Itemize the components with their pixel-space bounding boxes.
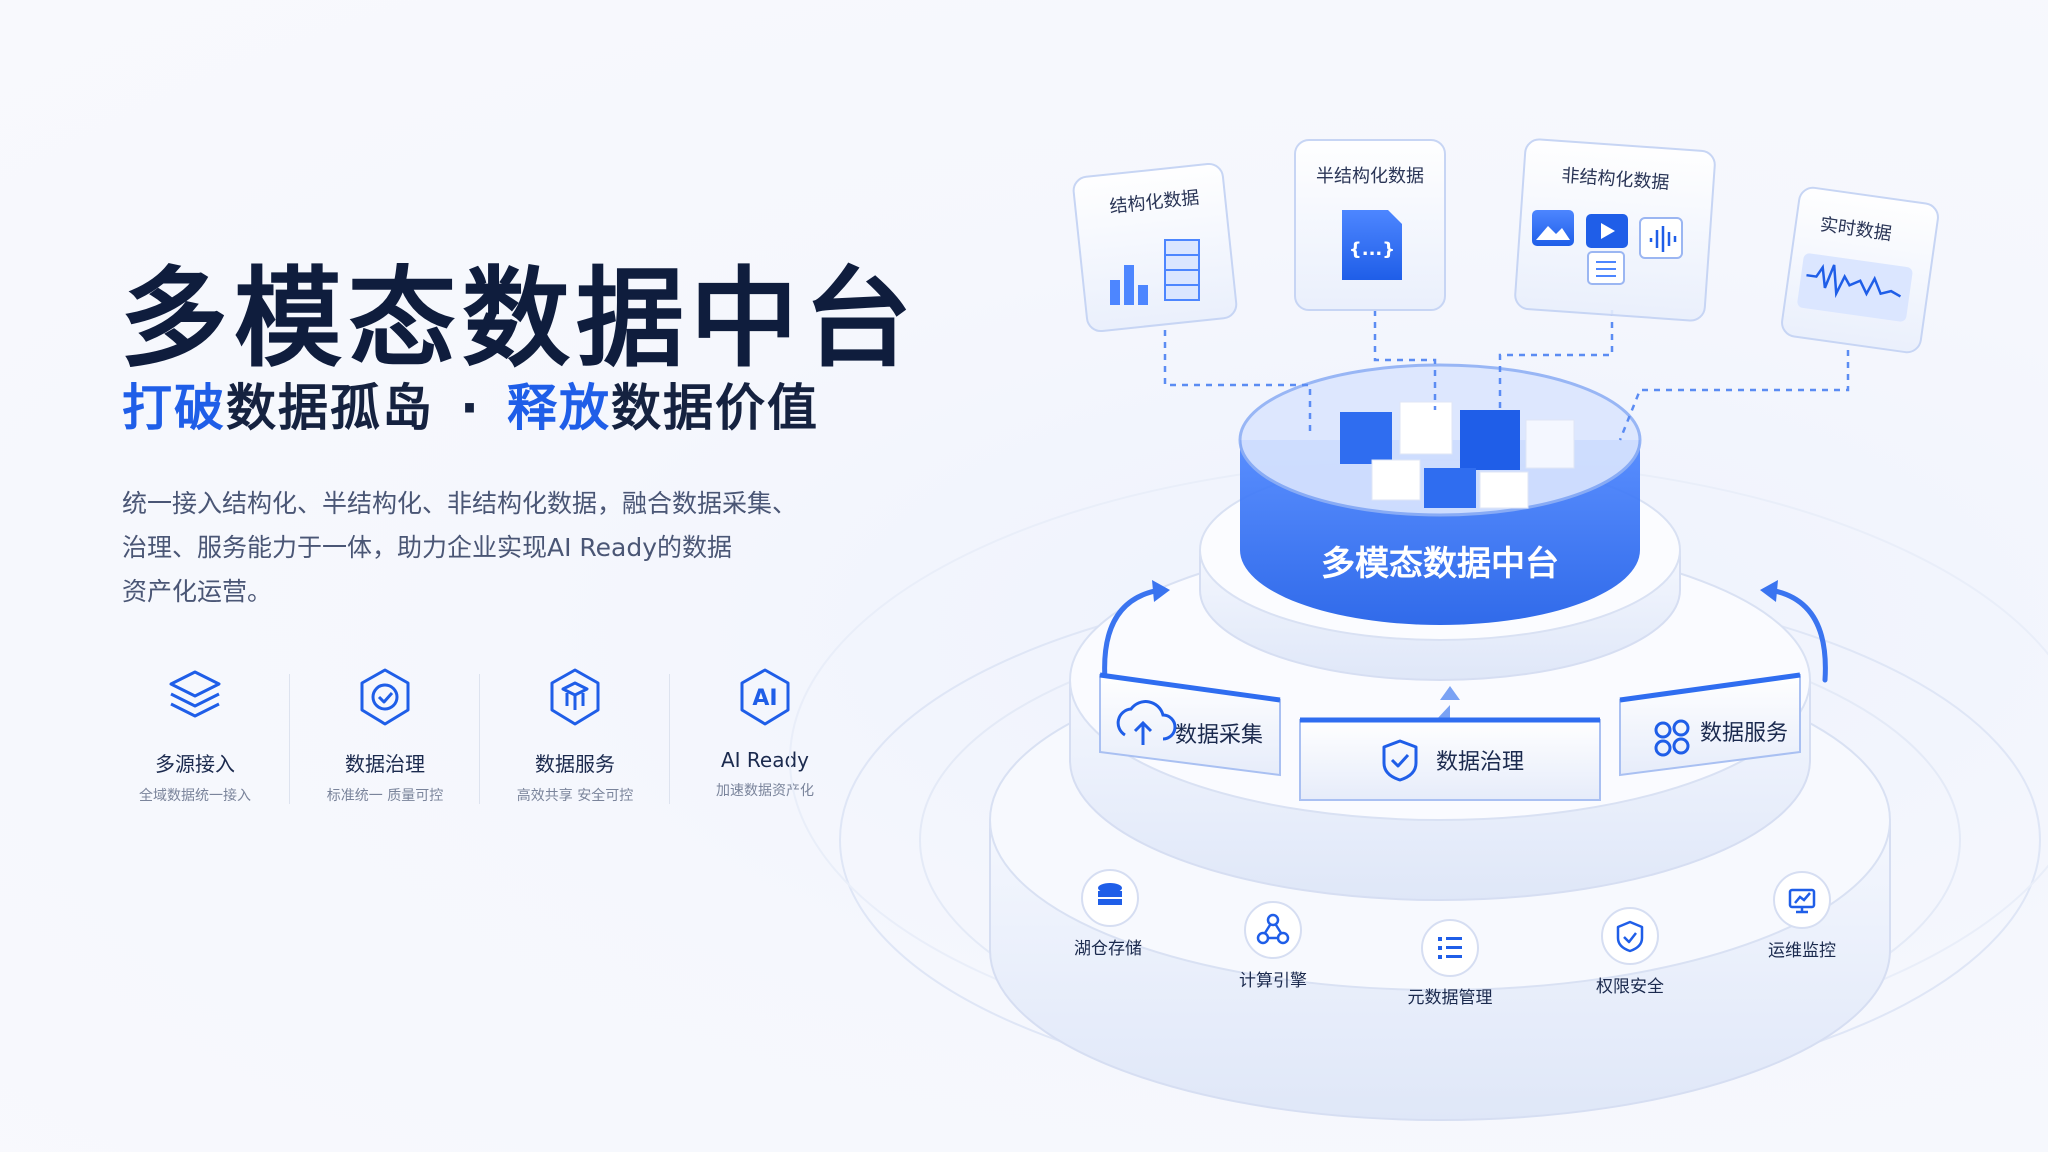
layers-icon [169, 670, 221, 718]
feature-sub: 加速数据资产化 [716, 783, 814, 799]
capability-governance: 数据治理 [1299, 717, 1601, 801]
base-item-label: 计算引擎 [1239, 971, 1307, 991]
shield-check-icon [1616, 920, 1644, 953]
list-icon [1438, 937, 1462, 959]
ai-icon: AI [740, 668, 790, 726]
shield-check-icon [360, 668, 410, 726]
capability-label: 数据服务 [1700, 721, 1788, 746]
base-item-lakehouse: 湖仓存储 [1074, 869, 1142, 959]
document-icon [1587, 251, 1625, 285]
page-title: 多模态数据中台 [120, 257, 919, 382]
capability-label: 数据治理 [1436, 750, 1524, 775]
source-card-unstructured: 非结构化数据 [1514, 138, 1716, 322]
capability-collect: 数据采集 [1099, 672, 1281, 777]
feature-sub: 全域数据统一接入 [139, 788, 251, 804]
feature-name: 数据治理 [345, 752, 425, 776]
json-file-icon: {...} [1342, 210, 1402, 280]
description-line: 资产化运营。 [122, 577, 273, 606]
source-card-structured: 结构化数据 [1072, 162, 1238, 333]
subtitle-highlight-2: 释放 [507, 379, 611, 437]
base-item-metadata: 元数据管理 [1408, 919, 1493, 1008]
video-icon [1586, 214, 1628, 248]
database-icon [1098, 883, 1122, 905]
apps-icon [1654, 719, 1690, 757]
feature-service: 数据服务 高效共享 安全可控 [479, 666, 670, 805]
audio-icon [1639, 217, 1683, 259]
subtitle-separator: · [460, 379, 481, 437]
subtitle-text-1: 数据孤岛 [226, 379, 434, 437]
base-item-monitoring: 运维监控 [1768, 871, 1836, 961]
arrow-head-right [1760, 580, 1778, 602]
core-platform: 多模态数据中台 [1238, 363, 1642, 625]
feature-name: 多源接入 [155, 752, 235, 776]
architecture-diagram: 多模态数据中台 数据采集 数据治理 数据服务 [789, 138, 2048, 1121]
base-item-security: 权限安全 [1596, 907, 1664, 997]
subtitle-text-2: 数据价值 [611, 379, 819, 437]
feature-multi-source: 多源接入 全域数据统一接入 [100, 666, 290, 805]
data-cubes [1340, 401, 1575, 509]
arrow-up-icon [1436, 686, 1460, 720]
source-card-semistructured: 半结构化数据 {...} [1294, 139, 1446, 311]
feature-governance: 数据治理 标准统一 质量可控 [289, 666, 480, 805]
source-card-realtime: 实时数据 [1781, 186, 1939, 354]
core-label: 多模态数据中台 [1321, 544, 1559, 584]
base-item-label: 运维监控 [1768, 941, 1836, 961]
description-line: 统一接入结构化、半结构化、非结构化数据，融合数据采集、 [122, 489, 798, 518]
base-item-label: 湖仓存储 [1074, 939, 1142, 959]
json-glyph: {...} [1349, 239, 1395, 260]
description: 统一接入结构化、半结构化、非结构化数据，融合数据采集、 治理、服务能力于一体，助… [122, 482, 842, 614]
source-connectors [1163, 310, 1850, 441]
arrow-head-left [1152, 580, 1170, 602]
feature-ai-ready: AI AI Ready 加速数据资产化 [669, 666, 860, 805]
ai-icon-text: AI [752, 686, 777, 711]
source-card-label: 半结构化数据 [1316, 166, 1424, 187]
image-icon [1532, 210, 1574, 246]
cube-network-icon [550, 668, 600, 726]
waveform-icon [1797, 253, 1913, 322]
description-line: 治理、服务能力于一体，助力企业实现AI Ready的数据 [122, 533, 733, 562]
feature-sub: 标准统一 质量可控 [326, 788, 444, 804]
base-item-compute: 计算引擎 [1239, 901, 1307, 991]
subtitle-highlight-1: 打破 [122, 379, 226, 437]
base-item-label: 权限安全 [1596, 977, 1664, 997]
base-item-label: 元数据管理 [1408, 988, 1493, 1008]
flow-arrows [1102, 587, 1828, 683]
feature-sub: 高效共享 安全可控 [516, 788, 634, 804]
monitor-chart-icon [1788, 888, 1816, 914]
feature-list: 多源接入 全域数据统一接入 数据治理 标准统一 质量可控 数据服务 高效共享 安… [100, 666, 860, 805]
bar-chart-icon [1110, 265, 1148, 305]
capability-label: 数据采集 [1175, 723, 1263, 748]
network-icon [1256, 913, 1290, 945]
shield-check-icon [1382, 739, 1418, 782]
subtitle: 打破数据孤岛 · 释放数据价值 [122, 368, 819, 440]
cloud-upload-icon [1116, 700, 1177, 745]
feature-name: 数据服务 [535, 752, 615, 776]
capability-service: 数据服务 [1619, 672, 1801, 777]
feature-name: AI Ready [720, 748, 810, 772]
table-icon [1164, 239, 1200, 301]
